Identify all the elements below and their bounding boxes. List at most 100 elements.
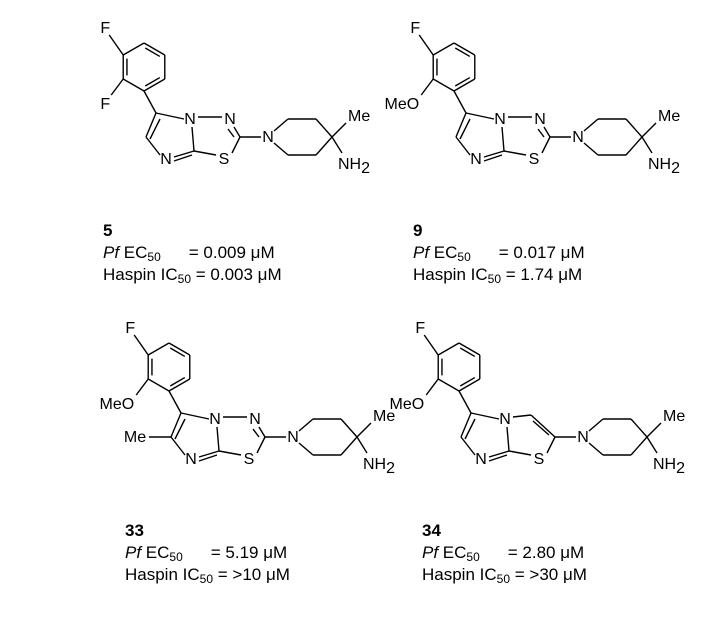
phenyl-bond: [453, 42, 476, 56]
ring-s-bond: [231, 136, 241, 154]
phenyl-double-bond: [144, 47, 161, 58]
methyl-bond: [356, 422, 372, 438]
compound-number: 9: [413, 221, 423, 240]
phenyl-double-bond: [459, 376, 476, 387]
ortho-bond: [425, 378, 439, 396]
piperidine-n-label: N: [577, 429, 589, 446]
pf-value: = 2.80 μM: [507, 543, 585, 562]
imidazole-double-bond: [174, 418, 186, 440]
pf-label: EC: [438, 543, 467, 562]
thiadiazole-bond: [543, 126, 551, 138]
amine-bond: [646, 436, 658, 454]
imidazole-n-label: N: [185, 451, 197, 468]
methyl-bond: [646, 422, 662, 438]
haspin-label: Haspin IC: [103, 265, 178, 284]
amine-bond: [331, 136, 343, 154]
piperidine-bond: [583, 118, 599, 132]
piperidine-methyl-label: Me: [373, 408, 395, 425]
piperidine-n-label: N: [262, 129, 274, 146]
haspin-value: = >10 μM: [217, 565, 290, 584]
phenyl-bond: [458, 378, 481, 392]
para-fluoro-label: F: [410, 20, 420, 37]
sulfur-label: S: [534, 451, 545, 468]
para-f-bond: [108, 34, 124, 56]
phenyl-bond: [147, 342, 170, 356]
phenyl-bond: [147, 378, 170, 392]
ring-s-bond: [193, 150, 217, 156]
imidazole-bond: [216, 426, 220, 452]
imidazole-bond: [155, 112, 185, 120]
imidazole-double-bond: [459, 118, 471, 140]
pf-prefix: Pf: [125, 543, 142, 562]
pf-subscript: 50: [169, 550, 183, 564]
amine-bond: [641, 136, 653, 154]
ortho-bond: [135, 378, 149, 396]
sulfur-label: S: [244, 451, 255, 468]
thiadiazole-bond: [233, 126, 241, 138]
bridge-n-label: N: [209, 411, 221, 428]
para-f-bond: [133, 334, 149, 356]
amine-label: NH2: [653, 456, 685, 477]
bridge-n-label: N: [499, 411, 511, 428]
ring-s-bond: [541, 136, 551, 154]
phenyl-bond: [143, 42, 166, 56]
ortho-bond: [110, 78, 124, 96]
piperidine-bond: [583, 142, 599, 156]
ring-s-bond: [508, 450, 532, 456]
imidazole-n-label: N: [160, 151, 172, 168]
para-f-bond: [423, 334, 439, 356]
phenyl-bond: [432, 42, 455, 56]
piperidine-bond: [315, 136, 333, 156]
phenyl-double-bond: [454, 76, 471, 87]
phenyl-bond: [432, 78, 455, 92]
imidazole-bond: [483, 150, 505, 158]
piperidine-bond: [315, 118, 333, 138]
imidazole-bond: [173, 150, 195, 158]
haspin-subscript: 50: [177, 272, 191, 286]
compound-5-caption: 5 Pf EC50= 0.009 μM Haspin IC50 = 0.003 …: [103, 220, 282, 286]
imidazole-double-bond: [483, 154, 503, 162]
phenyl-bond: [458, 342, 481, 356]
phenyl-double-bond: [144, 76, 161, 87]
compound-number: 33: [125, 521, 144, 540]
phenyl-double-bond: [459, 347, 476, 358]
ring-s-bond: [256, 436, 266, 454]
imidazole-bond: [180, 412, 210, 420]
thiazole-bond: [530, 414, 556, 438]
amine-label: NH2: [363, 456, 395, 477]
piperidine-bond: [298, 442, 314, 456]
piperidine-bond: [588, 442, 604, 456]
imidazole-bond: [455, 136, 471, 156]
piperidine-bond: [625, 118, 643, 138]
para-fluoro-label: F: [415, 320, 425, 337]
ring-n-label: N: [534, 111, 546, 128]
haspin-subscript: 50: [199, 572, 213, 586]
imidazole-bond: [198, 450, 220, 458]
compound-number: 5: [103, 221, 113, 240]
aryl-core-bond: [458, 390, 472, 414]
phenyl-bond: [453, 78, 476, 92]
imidazole-n-label: N: [475, 451, 487, 468]
haspin-label: Haspin IC: [422, 565, 497, 584]
phenyl-bond: [168, 342, 191, 356]
ring-s-bond: [503, 150, 527, 156]
piperidine-n-label: N: [287, 429, 299, 446]
methyl-bond: [641, 122, 657, 138]
amine-label: NH2: [338, 156, 370, 177]
ortho-bond: [420, 78, 434, 96]
pf-label: EC: [429, 243, 458, 262]
phenyl-double-bond: [454, 47, 471, 58]
imidazole-bond: [145, 136, 161, 156]
haspin-value: = 0.003 μM: [195, 265, 282, 284]
imidazole-double-bond: [464, 418, 476, 440]
amine-bond: [356, 436, 368, 454]
bridge-n-label: N: [184, 111, 196, 128]
thiadiazole-double-bond: [537, 128, 545, 138]
piperidine-methyl-label: Me: [663, 408, 685, 425]
thiadiazole-double-bond: [252, 428, 260, 438]
